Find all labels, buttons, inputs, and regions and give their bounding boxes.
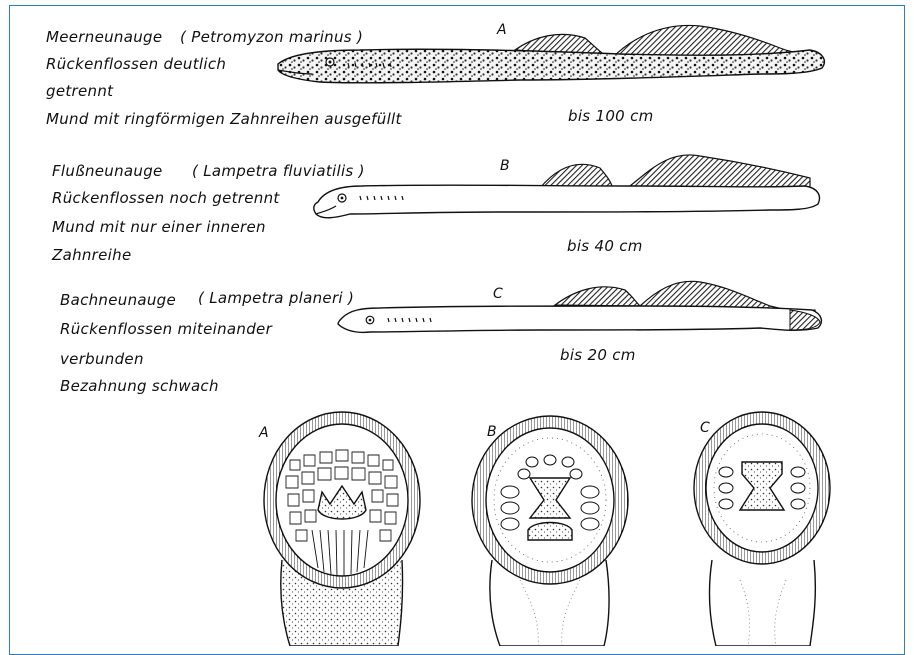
mouth-a-drawing xyxy=(264,412,420,646)
lamprey-c-drawing xyxy=(338,281,821,332)
lamprey-a-drawing xyxy=(278,25,824,82)
mouth-b-drawing xyxy=(472,416,628,646)
mouth-c-drawing xyxy=(694,412,830,646)
lamprey-b-drawing xyxy=(314,155,820,218)
